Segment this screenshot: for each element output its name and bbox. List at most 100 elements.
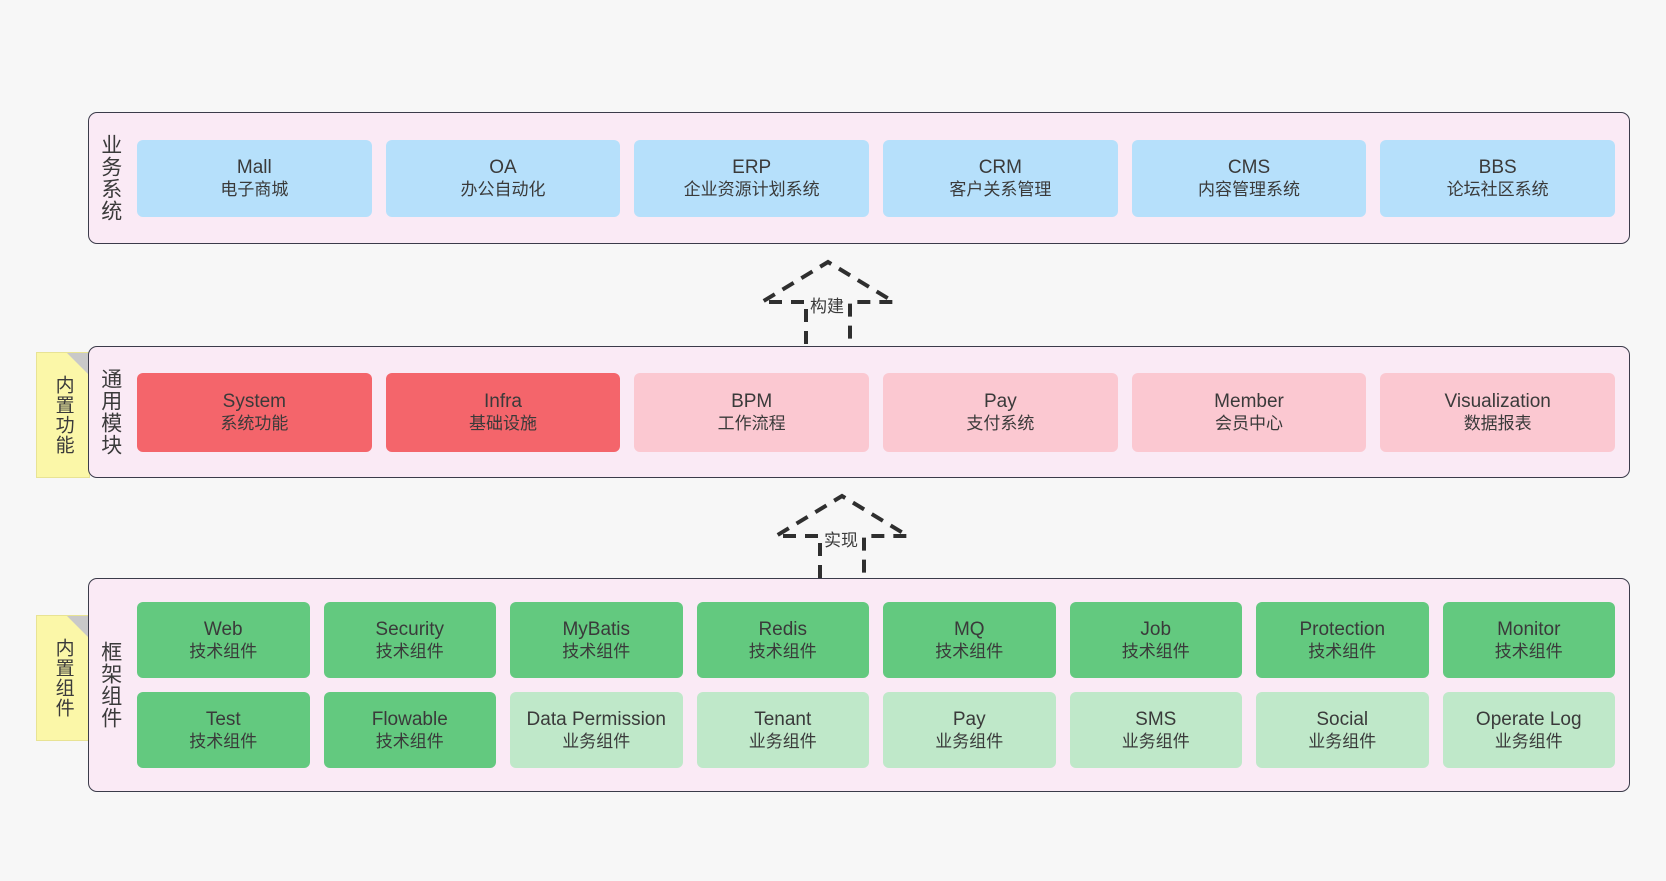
card-crm[interactable]: CRM 客户关系管理 (883, 139, 1118, 217)
card-subtitle: 技术组件 (375, 732, 444, 752)
connector-implement-arrow (768, 493, 916, 578)
card-bbs[interactable]: BBS 论坛社区系统 (1380, 139, 1616, 217)
card-sms[interactable]: SMS 业务组件 (1069, 692, 1242, 768)
card-title: Operate Log (1475, 708, 1582, 730)
card-visualization[interactable]: Visualization 数据报表 (1380, 372, 1616, 452)
card-subtitle: 基础设施 (469, 414, 537, 434)
card-subtitle: 技术组件 (1308, 642, 1377, 662)
card-security[interactable]: Security 技术组件 (323, 602, 496, 678)
connector-build-arrow (754, 259, 902, 344)
card-pay[interactable]: Pay 支付系统 (883, 372, 1118, 452)
card-tenant[interactable]: Tenant 业务组件 (696, 692, 869, 768)
card-pay-business[interactable]: Pay 业务组件 (883, 692, 1056, 768)
layer-business-systems: 业务系统 Mall 电子商城 OA 办公自动化 ERP 企业资源计划系统 CRM… (88, 112, 1630, 244)
card-title: MyBatis (562, 618, 631, 640)
card-subtitle: 技术组件 (1121, 642, 1190, 662)
note-builtin-components: 内置组件 (36, 615, 90, 741)
card-subtitle: 数据报表 (1463, 414, 1532, 434)
card-title: OA (489, 156, 517, 178)
card-cms[interactable]: CMS 内容管理系统 (1131, 139, 1367, 217)
card-title: ERP (732, 156, 772, 178)
card-title: Pay (983, 390, 1017, 412)
card-bpm[interactable]: BPM 工作流程 (634, 372, 870, 452)
card-subtitle: 电子商城 (220, 180, 289, 200)
card-title: BPM (731, 390, 773, 412)
layer-framework-components: 框架组件 Web 技术组件 Security 技术组件 MyBatis 技术组件… (88, 578, 1630, 792)
card-mq[interactable]: MQ 技术组件 (883, 602, 1056, 678)
layer-body-framework-components: Web 技术组件 Security 技术组件 MyBatis 技术组件 Redi… (131, 579, 1629, 791)
card-title: MQ (953, 618, 985, 640)
card-row-technical: Web 技术组件 Security 技术组件 MyBatis 技术组件 Redi… (137, 602, 1615, 678)
card-subtitle: 支付系统 (966, 414, 1035, 434)
card-subtitle: 业务组件 (935, 732, 1004, 752)
card-mall[interactable]: Mall 电子商城 (137, 139, 372, 217)
layer-label-business-systems: 业务系统 (98, 134, 122, 222)
layer-common-modules: 通用模块 System 系统功能 Infra 基础设施 BPM 工作流程 Pay… (88, 346, 1630, 478)
card-subtitle: 企业资源计划系统 (683, 180, 820, 200)
card-data-permission[interactable]: Data Permission 业务组件 (510, 692, 683, 768)
card-title: CRM (978, 156, 1022, 178)
card-title: CMS (1227, 156, 1271, 178)
card-title: Monitor (1497, 618, 1561, 640)
connector-build-label: 构建 (810, 297, 844, 316)
card-erp[interactable]: ERP 企业资源计划系统 (634, 139, 870, 217)
card-row: System 系统功能 Infra 基础设施 BPM 工作流程 Pay 支付系统… (137, 372, 1616, 452)
card-monitor[interactable]: Monitor 技术组件 (1442, 602, 1615, 678)
card-system[interactable]: System 系统功能 (137, 372, 372, 452)
card-title: Protection (1299, 618, 1386, 640)
note-text: 内置功能 (52, 375, 74, 455)
card-title: Data Permission (526, 708, 666, 730)
card-title: Security (375, 618, 445, 640)
card-title: Flowable (371, 708, 448, 730)
card-subtitle: 技术组件 (1494, 642, 1563, 662)
card-subtitle: 业务组件 (748, 732, 817, 752)
card-mybatis[interactable]: MyBatis 技术组件 (510, 602, 683, 678)
card-subtitle: 业务组件 (1308, 732, 1377, 752)
card-member[interactable]: Member 会员中心 (1131, 372, 1367, 452)
layer-label-framework-components: 框架组件 (98, 641, 122, 729)
card-title: Test (205, 708, 241, 730)
card-title: SMS (1135, 708, 1177, 730)
card-title: Infra (483, 390, 523, 412)
card-subtitle: 业务组件 (1121, 732, 1190, 752)
card-social[interactable]: Social 业务组件 (1256, 692, 1429, 768)
card-infra[interactable]: Infra 基础设施 (385, 372, 621, 452)
card-subtitle: 技术组件 (748, 642, 817, 662)
card-row: Mall 电子商城 OA 办公自动化 ERP 企业资源计划系统 CRM 客户关系… (137, 139, 1616, 217)
connector-implement-label: 实现 (824, 531, 858, 550)
card-web[interactable]: Web 技术组件 (137, 602, 310, 678)
card-subtitle: 业务组件 (1494, 732, 1563, 752)
card-title: System (222, 390, 287, 412)
card-flowable[interactable]: Flowable 技术组件 (323, 692, 496, 768)
card-subtitle: 技术组件 (935, 642, 1004, 662)
card-subtitle: 技术组件 (562, 642, 631, 662)
note-builtin-features: 内置功能 (36, 352, 90, 478)
card-operate-log[interactable]: Operate Log 业务组件 (1442, 692, 1615, 768)
card-subtitle: 技术组件 (189, 642, 258, 662)
card-protection[interactable]: Protection 技术组件 (1256, 602, 1429, 678)
card-title: Redis (758, 618, 808, 640)
card-title: Visualization (1444, 390, 1551, 412)
card-test[interactable]: Test 技术组件 (137, 692, 310, 768)
card-subtitle: 内容管理系统 (1198, 180, 1301, 200)
card-title: Job (1140, 618, 1172, 640)
card-subtitle: 系统功能 (220, 414, 289, 434)
card-title: Member (1214, 390, 1284, 412)
card-subtitle: 技术组件 (375, 642, 444, 662)
layer-label-common-modules: 通用模块 (98, 368, 122, 456)
note-text: 内置组件 (52, 638, 74, 718)
card-subtitle: 办公自动化 (460, 180, 546, 200)
card-title: Social (1316, 708, 1369, 730)
layer-body-business-systems: Mall 电子商城 OA 办公自动化 ERP 企业资源计划系统 CRM 客户关系… (131, 113, 1629, 243)
card-subtitle: 客户关系管理 (949, 180, 1052, 200)
card-redis[interactable]: Redis 技术组件 (696, 602, 869, 678)
card-title: Pay (952, 708, 986, 730)
card-subtitle: 工作流程 (717, 414, 786, 434)
card-title: Mall (236, 156, 272, 178)
card-subtitle: 论坛社区系统 (1446, 180, 1549, 200)
card-title: Web (203, 618, 243, 640)
card-job[interactable]: Job 技术组件 (1069, 602, 1242, 678)
card-subtitle: 业务组件 (562, 732, 631, 752)
card-oa[interactable]: OA 办公自动化 (385, 139, 621, 217)
